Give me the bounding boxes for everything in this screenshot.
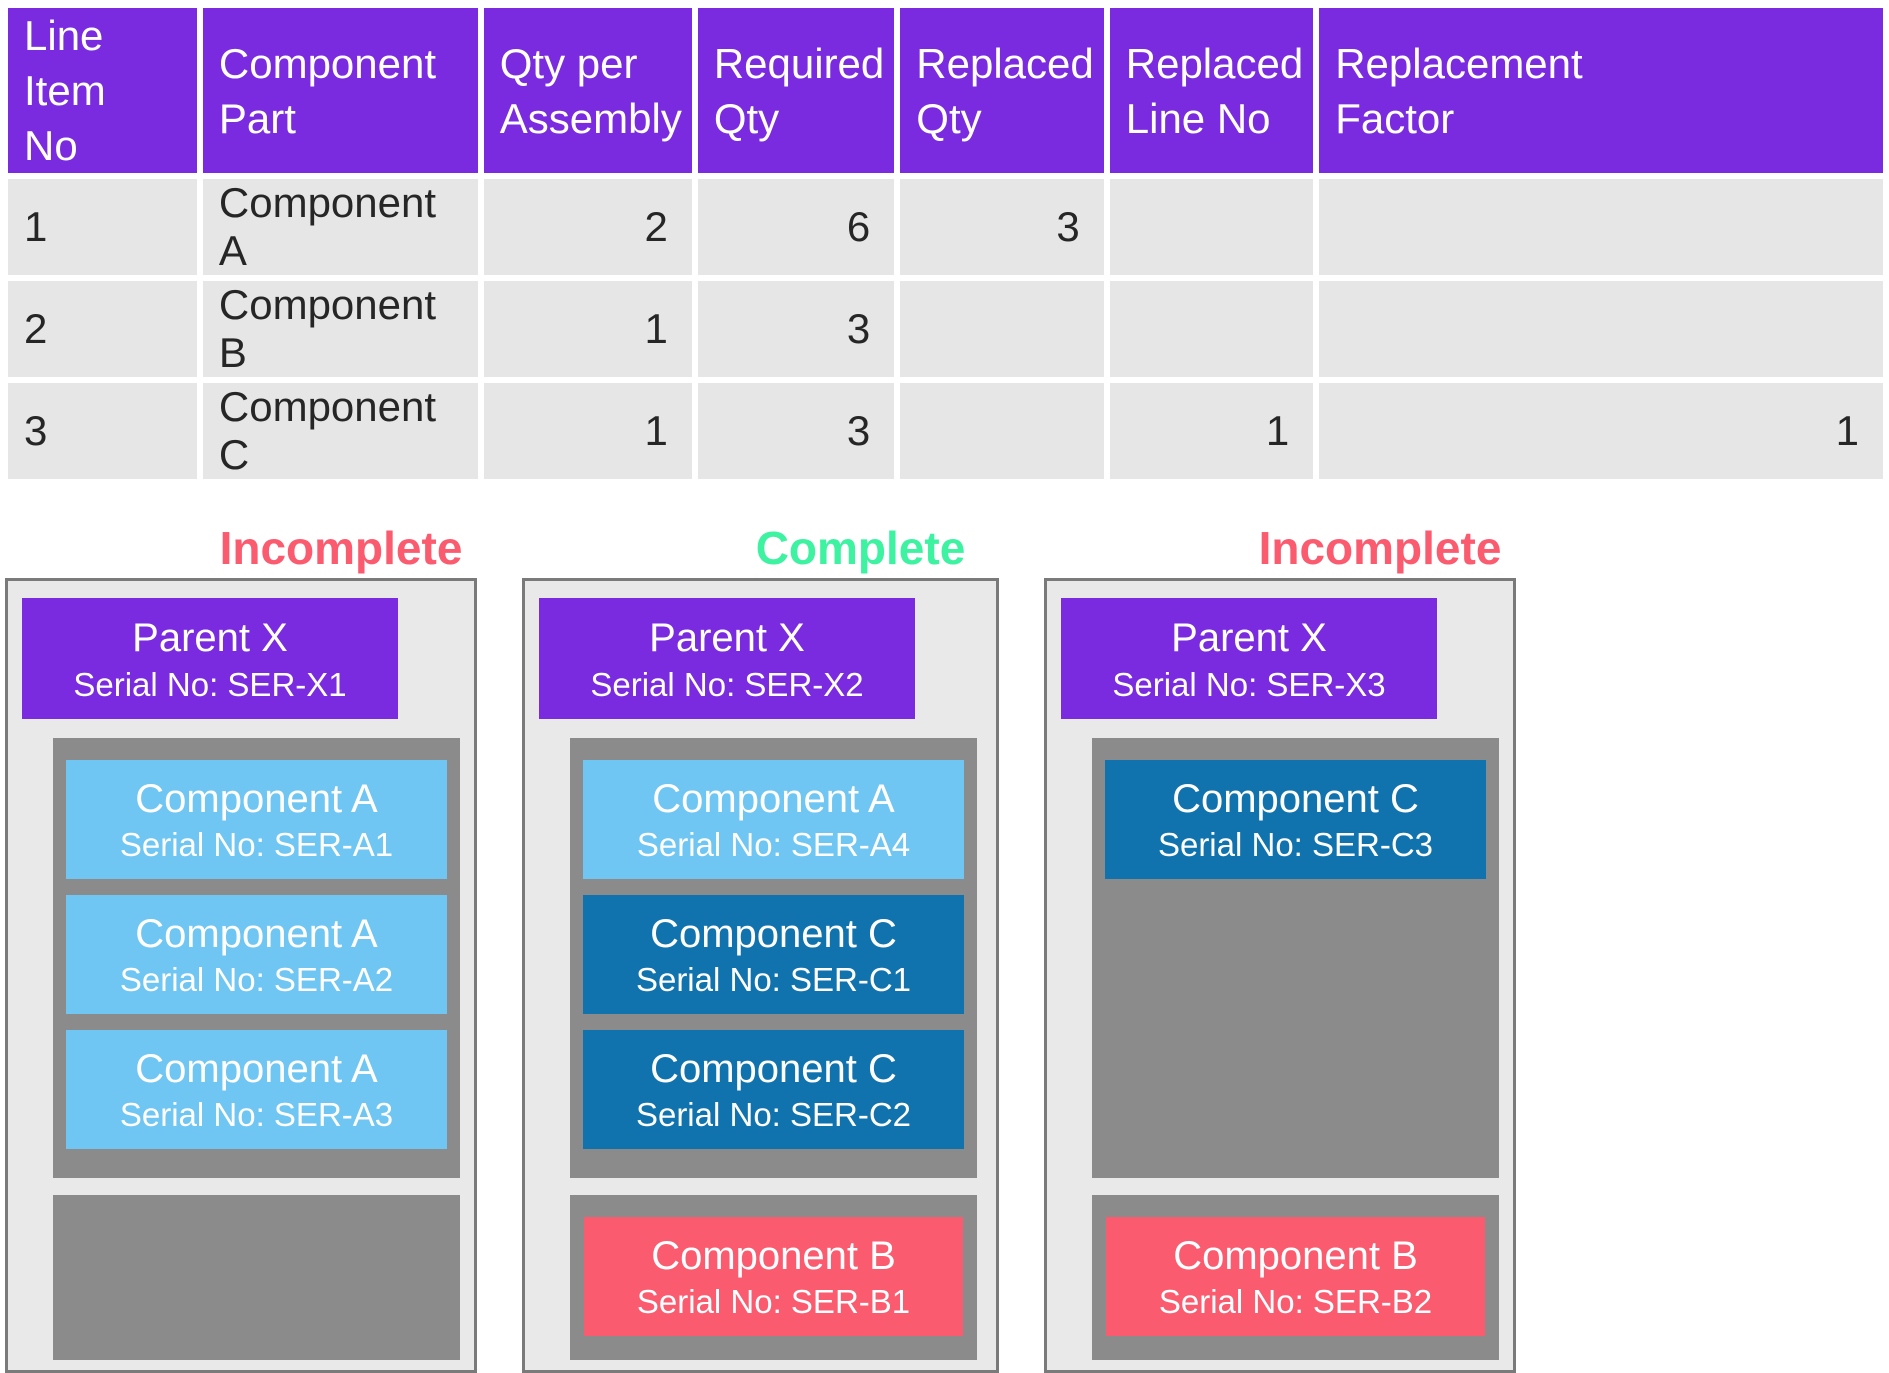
table-cell: 6 — [697, 179, 895, 275]
parent-serial: Serial No: SER-X1 — [73, 665, 347, 703]
component-box: Component A Serial No: SER-A3 — [66, 1030, 447, 1149]
component-serial: Serial No: SER-C2 — [635, 1095, 912, 1133]
table-cell: 3 — [900, 179, 1104, 275]
table-cell — [1109, 281, 1314, 377]
col-header-required-qty: Required Qty — [697, 8, 895, 173]
table-cell: 2 — [483, 179, 692, 275]
table-cell: 1 — [1319, 383, 1883, 479]
col-header-qty-per-assembly: Qty per Assembly — [483, 8, 692, 173]
table-cell — [1319, 281, 1883, 377]
table-header-row: Line Item No Component Part Qty per Asse… — [8, 8, 1883, 173]
component-box: Component C Serial No: SER-C1 — [583, 895, 964, 1014]
parent-name: Parent X — [1171, 615, 1327, 660]
component-slot-main: Component A Serial No: SER-A4 Component … — [570, 738, 977, 1178]
component-name: Component A — [652, 776, 895, 821]
table-cell — [900, 383, 1104, 479]
parent-box: Parent X Serial No: SER-X3 — [1061, 598, 1437, 719]
component-name: Component A — [135, 776, 378, 821]
table-cell: 1 — [483, 383, 692, 479]
component-box: Component C Serial No: SER-C3 — [1105, 760, 1486, 879]
table-cell: Component C — [202, 383, 478, 479]
parent-serial: Serial No: SER-X3 — [1112, 665, 1386, 703]
line-items-table: Line Item No Component Part Qty per Asse… — [2, 2, 1889, 485]
component-slot-main: Component C Serial No: SER-C3 — [1092, 738, 1499, 1178]
col-header-replacement-factor: Replacement Factor — [1319, 8, 1883, 173]
assembly-panels: Incomplete Parent X Serial No: SER-X1 Co… — [5, 523, 1889, 1373]
component-name: Component A — [135, 911, 378, 956]
component-serial: Serial No: SER-A2 — [119, 960, 394, 998]
table-cell — [1109, 179, 1314, 275]
component-box: Component A Serial No: SER-A1 — [66, 760, 447, 879]
component-name: Component B — [651, 1233, 896, 1278]
component-serial: Serial No: SER-A1 — [119, 825, 394, 863]
table-cell: Component A — [202, 179, 478, 275]
table-cell — [900, 281, 1104, 377]
component-slot-main: Component A Serial No: SER-A1 Component … — [53, 738, 460, 1178]
parent-box: Parent X Serial No: SER-X2 — [539, 598, 915, 719]
parent-name: Parent X — [649, 615, 805, 660]
status-label: Complete — [755, 522, 966, 574]
table-cell: 1 — [8, 179, 197, 275]
table-row: 3 Component C 1 3 1 1 — [8, 383, 1883, 479]
parent-box: Parent X Serial No: SER-X1 — [22, 598, 398, 719]
table-row: 2 Component B 1 3 — [8, 281, 1883, 377]
col-header-replaced-line-no: Replaced Line No — [1109, 8, 1314, 173]
component-name: Component C — [1172, 776, 1419, 821]
col-header-replaced-qty: Replaced Qty — [900, 8, 1104, 173]
component-serial: Serial No: SER-A4 — [636, 825, 911, 863]
assembly-3-box: Parent X Serial No: SER-X3 Component C S… — [1044, 578, 1516, 1373]
component-name: Component A — [135, 1046, 378, 1091]
component-serial: Serial No: SER-C1 — [635, 960, 912, 998]
component-box: Component A Serial No: SER-A4 — [583, 760, 964, 879]
assembly-1: Incomplete Parent X Serial No: SER-X1 Co… — [5, 523, 477, 1373]
table-cell: 3 — [697, 383, 895, 479]
assembly-1-box: Parent X Serial No: SER-X1 Component A S… — [5, 578, 477, 1373]
table-cell: 3 — [8, 383, 197, 479]
table-cell: 2 — [8, 281, 197, 377]
col-header-line-item-no: Line Item No — [8, 8, 197, 173]
status-label: Incomplete — [219, 522, 463, 574]
status-label: Incomplete — [1258, 522, 1502, 574]
component-serial: Serial No: SER-B1 — [636, 1282, 911, 1320]
table-cell — [1319, 179, 1883, 275]
component-slot-empty — [53, 1195, 460, 1360]
table-cell: 1 — [1109, 383, 1314, 479]
table-cell: Component B — [202, 281, 478, 377]
table-cell: 1 — [483, 281, 692, 377]
component-box: Component C Serial No: SER-C2 — [583, 1030, 964, 1149]
component-name: Component C — [650, 1046, 897, 1091]
component-box: Component A Serial No: SER-A2 — [66, 895, 447, 1014]
component-name: Component C — [650, 911, 897, 956]
assembly-3: Incomplete Parent X Serial No: SER-X3 Co… — [1044, 523, 1516, 1373]
parent-name: Parent X — [132, 615, 288, 660]
component-slot-bottom: Component B Serial No: SER-B1 — [570, 1195, 977, 1360]
component-serial: Serial No: SER-B2 — [1158, 1282, 1433, 1320]
assembly-2-box: Parent X Serial No: SER-X2 Component A S… — [522, 578, 999, 1373]
col-header-component-part: Component Part — [202, 8, 478, 173]
component-serial: Serial No: SER-C3 — [1157, 825, 1434, 863]
component-slot-bottom: Component B Serial No: SER-B2 — [1092, 1195, 1499, 1360]
component-name: Component B — [1173, 1233, 1418, 1278]
assembly-2: Complete Parent X Serial No: SER-X2 Comp… — [522, 523, 999, 1373]
table-cell: 3 — [697, 281, 895, 377]
component-serial: Serial No: SER-A3 — [119, 1095, 394, 1133]
parent-serial: Serial No: SER-X2 — [590, 665, 864, 703]
table-row: 1 Component A 2 6 3 — [8, 179, 1883, 275]
